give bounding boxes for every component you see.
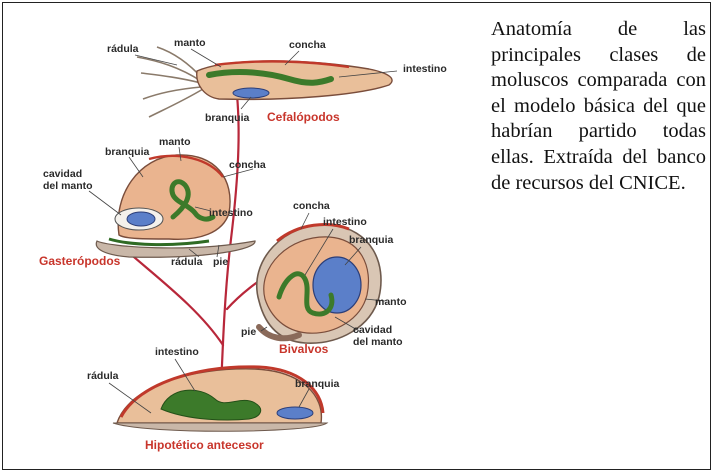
gastropod-gill-label: branquia [105, 146, 149, 158]
bivalve-mantle-label: manto [375, 296, 407, 308]
cephalopod-mantle-label: manto [174, 37, 206, 49]
cephalopod-gill-label: branquia [205, 112, 249, 124]
gastropod-cavity-label-line2: del manto [43, 180, 93, 192]
cephalopod-group-label: Cefalópodos [267, 110, 340, 124]
ancestor-intestine-label: intestino [155, 346, 199, 358]
gastropod-foot-label: pie [213, 256, 228, 268]
bivalve-cavity-label-line2: del manto [353, 336, 403, 348]
cephalopod-intestine-label: intestino [403, 63, 447, 75]
gastropod-group-label: Gasterópodos [39, 254, 121, 268]
ancestor-gill-label: branquia [295, 378, 339, 390]
bivalve-cavity-label-line1: cavidad [353, 324, 392, 336]
gastropod-radula-label: rádula [171, 256, 203, 268]
mollusc-anatomy-figure: rádula manto concha intestino branquia C… [9, 9, 471, 469]
gastropod-mantle-label: manto [159, 136, 191, 148]
bivalve-group-label: Bivalvos [279, 342, 329, 356]
gastropod-cavity-label-line1: cavidad [43, 168, 82, 180]
cephalopod-shell-label: concha [289, 39, 326, 51]
figure-caption: Anatomía de las principales clases de mo… [491, 17, 706, 196]
figure-frame: rádula manto concha intestino branquia C… [2, 2, 711, 470]
gastropod-intestine-label: intestino [209, 207, 253, 219]
bivalve-gill-label: branquia [349, 234, 393, 246]
cephalopod-drawing [137, 47, 392, 117]
ancestor-drawing [113, 367, 327, 431]
gastropod-shell-label: concha [229, 159, 266, 171]
ancestor-group-label: Hipotético antecesor [145, 438, 264, 452]
bivalve-shell-label: concha [293, 200, 330, 212]
bivalve-foot-label: pie [241, 326, 256, 338]
cephalopod-radula-label: rádula [107, 43, 139, 55]
bivalve-intestine-label: intestino [323, 216, 367, 228]
ancestor-radula-label: rádula [87, 370, 119, 382]
